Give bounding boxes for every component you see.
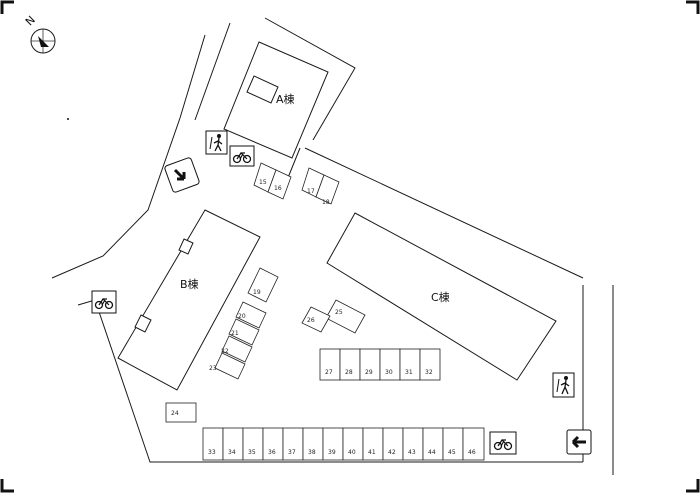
slot-35: 35 <box>248 449 256 456</box>
slot-44: 44 <box>428 449 436 456</box>
building-b-label: B棟 <box>180 277 199 291</box>
slot-38: 38 <box>308 449 316 456</box>
slot-24: 24 <box>171 410 179 417</box>
compass: N <box>23 13 56 54</box>
slot-19: 19 <box>253 289 261 296</box>
slot-29: 29 <box>365 369 373 376</box>
bicycle-icon <box>229 145 255 167</box>
building-c-label: C棟 <box>431 290 450 304</box>
slot-21: 21 <box>231 330 239 337</box>
slot-23: 23 <box>209 365 217 372</box>
slot-26: 26 <box>307 317 315 324</box>
bicycle-icon <box>91 290 117 314</box>
site-boundary <box>51 17 614 475</box>
slot-33: 33 <box>208 449 216 456</box>
parking-upper: 15 16 17 18 <box>253 162 340 206</box>
slot-31: 31 <box>405 369 413 376</box>
slot-34: 34 <box>228 449 236 456</box>
slot-28: 28 <box>345 369 353 376</box>
pedestrian-icon <box>205 130 228 155</box>
arrow-icon <box>164 157 200 193</box>
slot-22: 22 <box>221 348 229 355</box>
slot-32: 32 <box>425 369 433 376</box>
slot-46: 46 <box>468 449 476 456</box>
slot-45: 45 <box>448 449 456 456</box>
building-a-label: A棟 <box>276 92 295 106</box>
parking-19: 19 <box>247 267 279 303</box>
slot-18: 18 <box>322 199 330 206</box>
slot-40: 40 <box>348 449 356 456</box>
arrow-icon <box>566 429 592 455</box>
slot-16: 16 <box>274 185 282 192</box>
pedestrian-icon <box>552 372 575 398</box>
slot-17: 17 <box>307 188 315 195</box>
slot-36: 36 <box>268 449 276 456</box>
slot-41: 41 <box>368 449 376 456</box>
parking-24: 24 <box>165 402 197 423</box>
parking-b-side: 20 21 22 23 <box>209 301 267 380</box>
map-dot <box>67 118 69 120</box>
slot-30: 30 <box>385 369 393 376</box>
bicycle-icon <box>489 431 517 455</box>
slot-25: 25 <box>335 309 343 316</box>
slot-37: 37 <box>288 449 296 456</box>
slot-20: 20 <box>238 313 246 320</box>
slot-27: 27 <box>325 369 333 376</box>
slot-43: 43 <box>408 449 416 456</box>
slot-42: 42 <box>388 449 396 456</box>
slot-39: 39 <box>328 449 336 456</box>
parking-row-right: 27 28 29 30 31 32 <box>319 348 441 381</box>
slot-15: 15 <box>259 179 267 186</box>
parking-row-bottom: 33 34 35 36 37 38 39 40 41 42 43 44 45 4… <box>202 427 485 461</box>
building-a: A棟 <box>223 41 329 159</box>
building-b: B棟 <box>117 209 261 391</box>
parking-center: 25 26 <box>301 299 366 334</box>
building-c: C棟 <box>326 212 557 381</box>
compass-north-label: N <box>23 13 38 28</box>
